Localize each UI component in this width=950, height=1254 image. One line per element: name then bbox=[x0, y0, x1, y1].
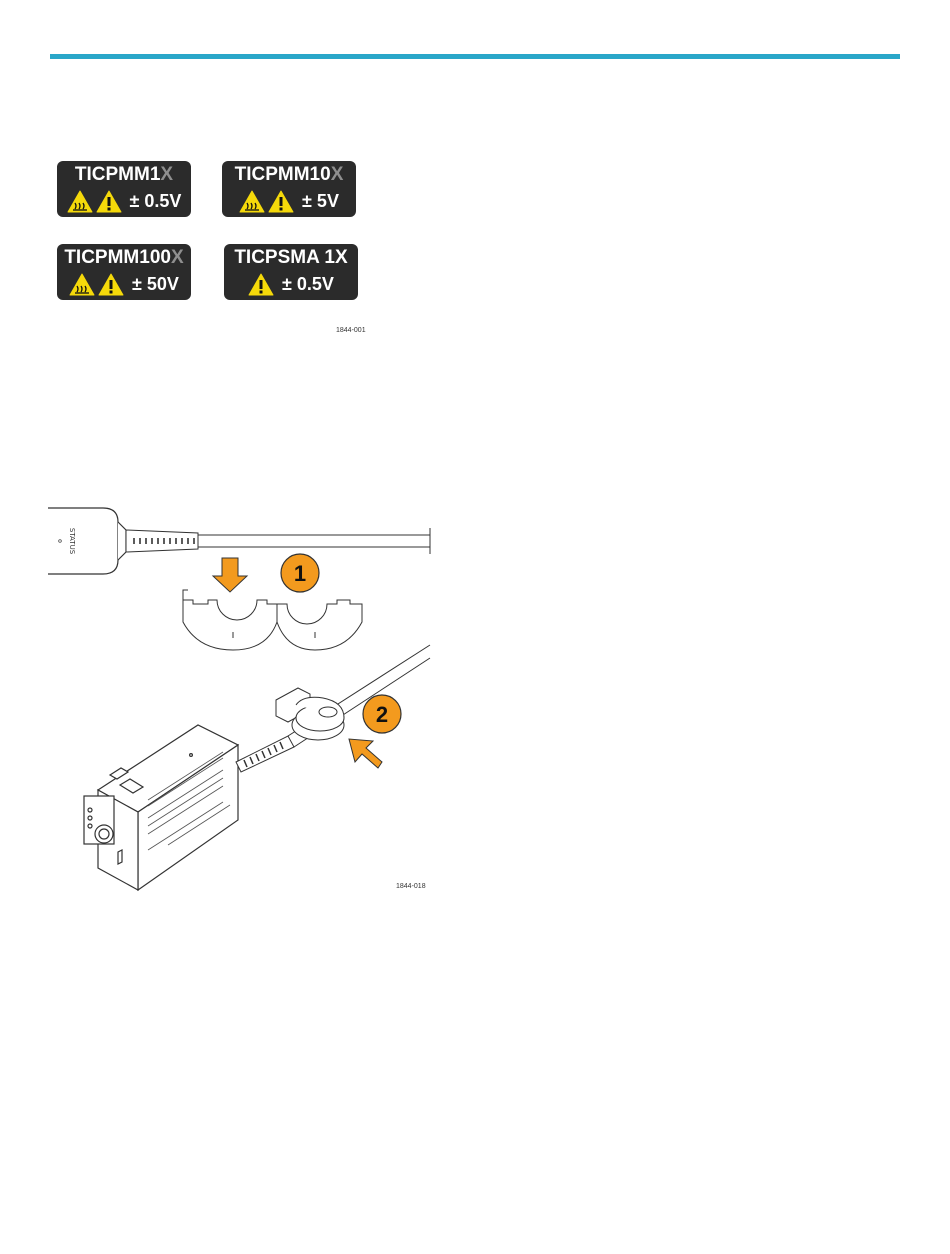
step-2-number: 2 bbox=[376, 702, 388, 727]
label-ticpmm1x: TICPMM1X ± 0.5V bbox=[57, 161, 191, 217]
step-2-callout: 2 bbox=[363, 695, 401, 733]
label-name: TICPMM1X bbox=[57, 164, 191, 186]
label-name: TICPSMA 1X bbox=[224, 247, 358, 269]
probe-body-top: STATUS bbox=[48, 508, 430, 574]
ferrite-installation-illustration: STATUS 1 bbox=[48, 500, 433, 895]
label-voltage: ± 5V bbox=[302, 191, 339, 212]
caution-warning-icon bbox=[96, 190, 122, 213]
figure-2-id: 1844-018 bbox=[396, 883, 426, 890]
hot-surface-warning-icon bbox=[69, 273, 95, 296]
probe-status-label: STATUS bbox=[68, 528, 76, 555]
hot-surface-warning-icon bbox=[239, 190, 265, 213]
step-1-number: 1 bbox=[294, 561, 306, 586]
label-name: TICPMM100X bbox=[57, 247, 191, 269]
label-ticpmm10x: TICPMM10X ± 5V bbox=[222, 161, 356, 217]
label-voltage: ± 0.5V bbox=[130, 191, 182, 212]
caution-warning-icon bbox=[248, 273, 274, 296]
label-voltage: ± 50V bbox=[132, 274, 179, 295]
label-ticpmm100x: TICPMM100X ± 50V bbox=[57, 244, 191, 300]
diagonal-arrow-icon bbox=[349, 739, 382, 768]
label-voltage: ± 0.5V bbox=[282, 274, 334, 295]
figure-1-id: 1844-001 bbox=[336, 327, 366, 334]
step-1-callout: 1 bbox=[281, 554, 319, 592]
header-rule bbox=[50, 54, 900, 59]
label-name: TICPMM10X bbox=[222, 164, 356, 186]
probe-body-bottom bbox=[84, 725, 238, 890]
hot-surface-warning-icon bbox=[67, 190, 93, 213]
down-arrow-icon bbox=[213, 558, 247, 592]
caution-warning-icon bbox=[98, 273, 124, 296]
label-ticpsma1x: TICPSMA 1X ± 0.5V bbox=[224, 244, 358, 300]
ferrite-open bbox=[183, 590, 362, 650]
caution-warning-icon bbox=[268, 190, 294, 213]
ferrite-closed bbox=[276, 688, 344, 740]
